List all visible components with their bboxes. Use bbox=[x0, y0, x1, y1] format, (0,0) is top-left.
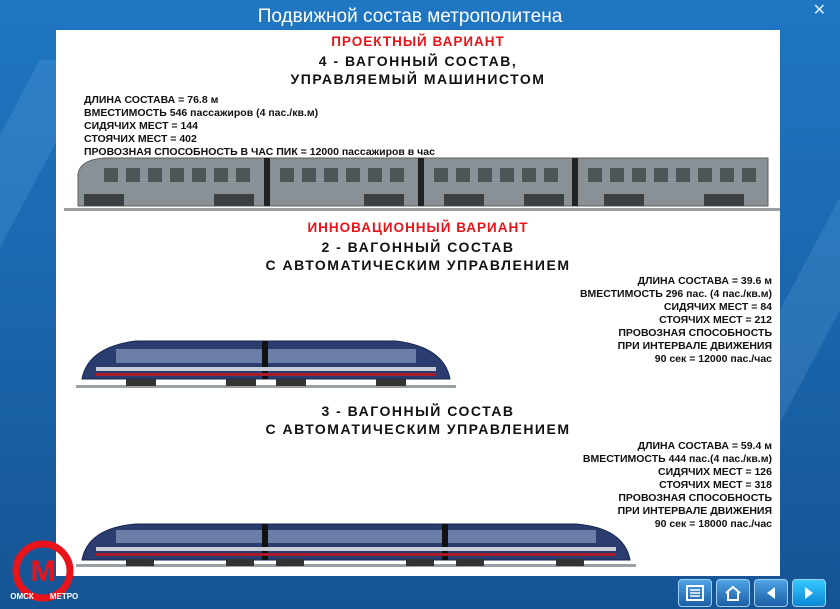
variant-label: ИННОВАЦИОННЫЙ ВАРИАНТ bbox=[307, 220, 529, 235]
content-panel: ПРОЕКТНЫЙ ВАРИАНТ 4 - ВАГОННЫЙ СОСТАВ, У… bbox=[56, 30, 780, 576]
train-2-car-image bbox=[76, 340, 456, 388]
spec-line: СТОЯЧИХ МЕСТ = 402 bbox=[84, 133, 197, 145]
variant-label: ПРОЕКТНЫЙ ВАРИАНТ bbox=[331, 34, 505, 49]
logo-right-text: МЕТРО bbox=[50, 592, 78, 601]
slide-navigation bbox=[678, 579, 826, 607]
spec-line: ПРИ ИНТЕРВАЛЕ ДВИЖЕНИЯ bbox=[617, 340, 772, 352]
spec-line: 90 сек = 18000 пас./час bbox=[654, 518, 772, 530]
next-slide-button[interactable] bbox=[792, 579, 826, 607]
logo-letter: М bbox=[31, 555, 56, 588]
section-heading: С АВТОМАТИЧЕСКИМ УПРАВЛЕНИЕМ bbox=[265, 257, 571, 273]
contents-icon bbox=[686, 585, 704, 601]
section-heading: С АВТОМАТИЧЕСКИМ УПРАВЛЕНИЕМ bbox=[265, 421, 571, 437]
specs-list: ДЛИНА СОСТАВА = 39.6 м ВМЕСТИМОСТЬ 296 п… bbox=[580, 275, 772, 366]
section-heading: УПРАВЛЯЕМЫЙ МАШИНИСТОМ bbox=[290, 71, 546, 87]
page-title: Подвижной состав метрополитена bbox=[257, 6, 563, 27]
prev-slide-button[interactable] bbox=[754, 579, 788, 607]
specs-list: ДЛИНА СОСТАВА = 59.4 м ВМЕСТИМОСТЬ 444 п… bbox=[583, 440, 772, 531]
section-heading: 2 - ВАГОННЫЙ СОСТАВ bbox=[321, 239, 515, 255]
train-4-car-image bbox=[64, 157, 780, 211]
home-button[interactable] bbox=[716, 579, 750, 607]
spec-line: ВМЕСТИМОСТЬ 444 пас.(4 пас./кв.м) bbox=[582, 453, 772, 465]
spec-line: СТОЯЧИХ МЕСТ = 212 bbox=[659, 314, 772, 326]
spec-line: СИДЯЧИХ МЕСТ = 84 bbox=[663, 301, 772, 313]
specs-list: ДЛИНА СОСТАВА = 76.8 м ВМЕСТИМОСТЬ 546 п… bbox=[84, 94, 435, 159]
spec-line: ДЛИНА СОСТАВА = 39.6 м bbox=[637, 275, 772, 287]
next-arrow-icon bbox=[805, 587, 813, 599]
section-heading: 4 - ВАГОННЫЙ СОСТАВ, bbox=[318, 53, 518, 69]
spec-line: ПРОВОЗНАЯ СПОСОБНОСТЬ bbox=[618, 327, 772, 339]
spec-line: СИДЯЧИХ МЕСТ = 126 bbox=[658, 466, 772, 478]
spec-line: ДЛИНА СОСТАВА = 76.8 м bbox=[84, 94, 219, 106]
section-3-car: 3 - ВАГОННЫЙ СОСТАВ С АВТОМАТИЧЕСКИМ УПР… bbox=[56, 402, 780, 438]
logo-left-text: ОМСК bbox=[10, 592, 34, 601]
close-icon[interactable]: ✕ bbox=[812, 2, 826, 19]
section-project-variant: ПРОЕКТНЫЙ ВАРИАНТ 4 - ВАГОННЫЙ СОСТАВ, У… bbox=[56, 34, 780, 88]
spec-line: ПРИ ИНТЕРВАЛЕ ДВИЖЕНИЯ bbox=[617, 505, 772, 517]
spec-line: ВМЕСТИМОСТЬ 296 пас. (4 пас./кв.м) bbox=[579, 288, 772, 300]
spec-line: ВМЕСТИМОСТЬ 546 пассажиров (4 пас./кв.м) bbox=[84, 107, 319, 119]
spec-line: ПРОВОЗНАЯ СПОСОБНОСТЬ В ЧАС ПИК = 12000 … bbox=[84, 146, 435, 158]
section-innovation-variant: ИННОВАЦИОННЫЙ ВАРИАНТ 2 - ВАГОННЫЙ СОСТА… bbox=[56, 220, 780, 274]
spec-line: ДЛИНА СОСТАВА = 59.4 м bbox=[637, 440, 772, 452]
omsk-metro-logo: М ОМСК МЕТРО bbox=[10, 540, 78, 602]
contents-button[interactable] bbox=[678, 579, 712, 607]
home-icon bbox=[725, 585, 741, 601]
spec-line: СИДЯЧИХ МЕСТ = 144 bbox=[84, 120, 198, 132]
spec-line: ПРОВОЗНАЯ СПОСОБНОСТЬ bbox=[618, 492, 772, 504]
train-3-car-image bbox=[76, 523, 636, 567]
section-heading: 3 - ВАГОННЫЙ СОСТАВ bbox=[321, 403, 515, 419]
prev-arrow-icon bbox=[767, 587, 775, 599]
spec-line: СТОЯЧИХ МЕСТ = 318 bbox=[659, 479, 772, 491]
spec-line: 90 сек = 12000 пас./час bbox=[654, 353, 772, 365]
